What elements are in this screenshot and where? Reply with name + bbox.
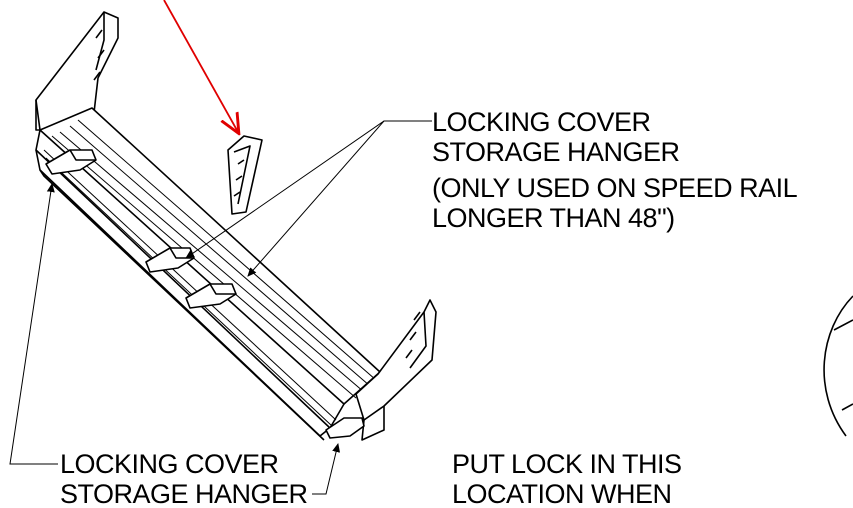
right-end-bracket <box>355 299 437 441</box>
callout-top-right: LOCKING COVER STORAGE HANGER (ONLY USED … <box>432 107 798 233</box>
locking-cover-part <box>227 135 263 215</box>
detail-circle-partial <box>823 295 853 437</box>
callout-bottom-left-line-1: LOCKING COVER <box>60 449 279 479</box>
hanger-left <box>45 149 97 175</box>
callout-bottom-right-line-1: PUT LOCK IN THIS <box>452 449 682 479</box>
hanger-right <box>325 417 365 439</box>
speed-rail-body <box>35 107 381 441</box>
callout-bottom-left-line-2: STORAGE HANGER <box>60 479 308 508</box>
red-pointer-arrow <box>163 0 238 132</box>
leader-lines-top <box>185 120 432 277</box>
callout-bottom-right-line-2: LOCATION WHEN <box>452 479 672 508</box>
callout-top-line-4: LONGER THAN 48") <box>432 203 675 233</box>
callout-bottom-right: PUT LOCK IN THIS LOCATION WHEN <box>452 449 682 508</box>
callout-top-line-3: (ONLY USED ON SPEED RAIL <box>432 173 798 203</box>
callout-bottom-left: LOCKING COVER STORAGE HANGER <box>60 449 308 508</box>
hanger-middle-2 <box>185 283 237 309</box>
callout-top-line-2: STORAGE HANGER <box>432 137 680 167</box>
leader-lines-bottom <box>9 183 341 495</box>
callout-top-line-1: LOCKING COVER <box>432 107 651 137</box>
